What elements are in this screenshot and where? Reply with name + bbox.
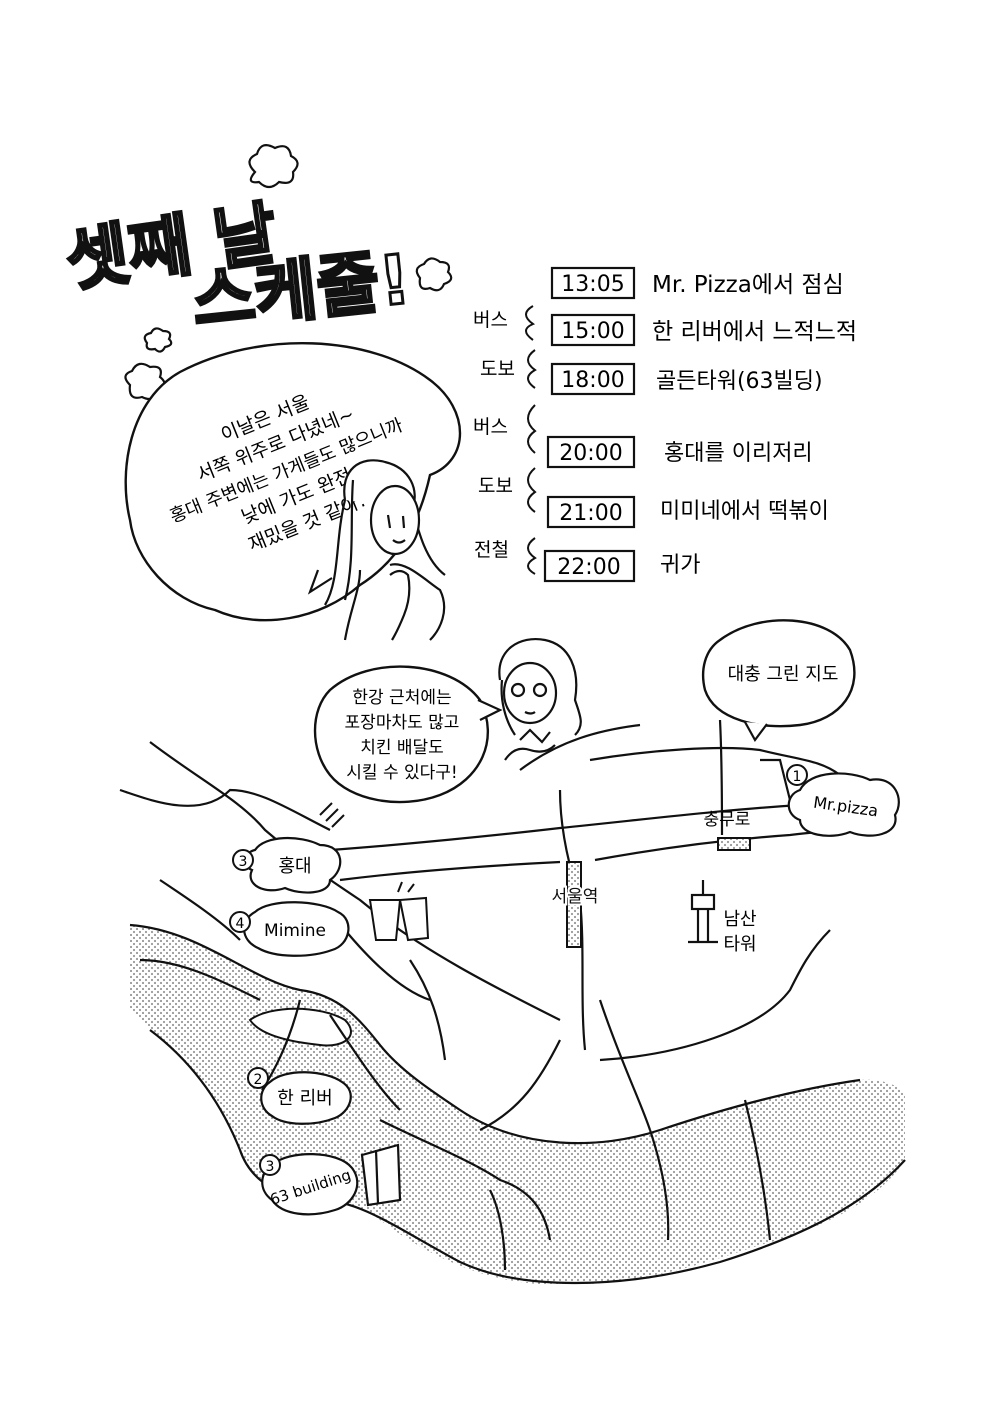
- decor-clouds: [124, 143, 453, 401]
- spot-label: Mimine: [264, 921, 326, 941]
- map-spot: 4 Mimine: [229, 901, 350, 957]
- schedule-transport: 도보: [480, 358, 515, 380]
- bubble-line: 치킨 배달도: [360, 738, 444, 758]
- cloud-icon: [248, 143, 299, 189]
- building-63-icon: [360, 1143, 402, 1207]
- schedule-activity: 골든타워(63빌딩): [656, 369, 823, 394]
- map: 충무로 서울역 남산 타워 1 Mr.pizza: [119, 719, 906, 1285]
- map-spot: 1 Mr.pizza: [786, 764, 900, 837]
- spot-number: 3: [239, 854, 248, 870]
- railway-mark: [319, 802, 345, 828]
- station-label-chungmuro: 충무로: [704, 810, 751, 830]
- island: [248, 1007, 352, 1047]
- schedule-time: 22:00: [557, 555, 620, 580]
- title: 셋째 날 스케줄!: [60, 193, 416, 344]
- schedule-row: 13:05 Mr. Pizza에서 점심: [550, 266, 844, 300]
- map-note-text: 대충 그린 지도: [728, 664, 839, 685]
- schedule-time: 18:00: [561, 368, 624, 393]
- station-block: [566, 861, 582, 948]
- schedule-row: 도보 18:00 골든타워(63빌딩): [480, 349, 823, 396]
- schedule-time: 15:00: [561, 319, 624, 344]
- schedule-row: 도보 21:00 미미네에서 떡볶이: [478, 467, 829, 529]
- landmark-label: 타워: [723, 934, 756, 955]
- cloud-icon: [415, 257, 453, 292]
- map-spot: 3 63 building: [259, 1153, 359, 1216]
- cloud-icon: [124, 362, 166, 401]
- schedule-row: 버스 15:00 한 리버에서 느적느적: [473, 305, 857, 347]
- spot-number: 2: [254, 1072, 263, 1088]
- schedule-transport: 버스: [473, 309, 508, 331]
- schedule-activity: 미미네에서 떡볶이: [660, 499, 829, 524]
- speech-bubble-main: 이날은 서울 서쪽 위주로 다녔네~ 홍대 주변에는 가게들도 많으니까 낮에 …: [124, 342, 462, 622]
- schedule-time: 13:05: [561, 272, 624, 297]
- schedule-row: 버스 20:00 홍대를 이리저리: [473, 404, 813, 469]
- speech-bubble-map-note: 대충 그린 지도: [701, 619, 856, 743]
- map-spot: 3 홍대: [232, 836, 342, 894]
- schedule: 13:05 Mr. Pizza에서 점심 버스 15:00 한 리버에서 느적느…: [473, 266, 857, 583]
- spot-label: 한 리버: [277, 1088, 332, 1109]
- schedule-transport: 도보: [478, 475, 513, 497]
- schedule-activity: Mr. Pizza에서 점심: [652, 272, 844, 298]
- bubble-line: 포장마차도 많고: [345, 713, 460, 733]
- drinks-icon: [368, 881, 430, 942]
- schedule-row: 전철 22:00 귀가: [474, 537, 700, 583]
- map-spot: 2 한 리버: [247, 1067, 352, 1125]
- schedule-activity: 홍대를 이리저리: [664, 441, 813, 466]
- cloud-icon: [143, 327, 173, 353]
- character-bob-hair: [498, 637, 582, 761]
- schedule-transport: 전철: [474, 539, 509, 561]
- schedule-time: 20:00: [559, 441, 622, 466]
- speech-bubble-hangang: 한강 근처에는 포장마차도 많고 치킨 배달도 시킬 수 있다구!: [313, 665, 503, 804]
- spot-number: 4: [236, 916, 245, 932]
- landmark-label: 남산: [723, 909, 756, 930]
- spot-number: 3: [266, 1159, 275, 1175]
- schedule-activity: 귀가: [660, 553, 700, 578]
- schedule-transport: 버스: [473, 416, 508, 438]
- namsan-tower-icon: [688, 880, 718, 944]
- spot-label: 홍대: [278, 856, 311, 877]
- station-label-seoul: 서울역: [552, 887, 599, 907]
- character-long-hair: [324, 459, 446, 641]
- bubble-line: 한강 근처에는: [352, 688, 451, 708]
- station-block: [717, 837, 751, 851]
- schedule-time: 21:00: [559, 501, 622, 526]
- spot-number: 1: [793, 769, 802, 785]
- bubble-line: 시킬 수 있다구!: [346, 763, 457, 783]
- han-river: [130, 925, 905, 1285]
- schedule-activity: 한 리버에서 느적느적: [652, 319, 857, 345]
